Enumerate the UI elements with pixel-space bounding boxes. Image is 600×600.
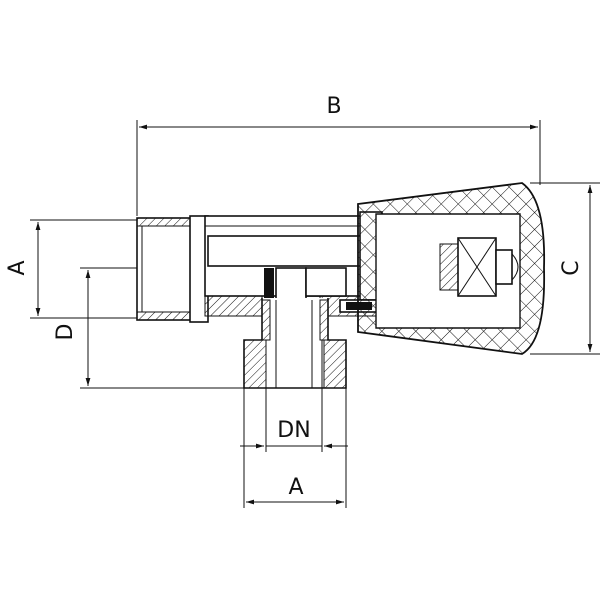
- dimension-d-label: D: [53, 324, 78, 341]
- outlet-fitting: [243, 298, 347, 389]
- inlet-thread: [136, 215, 209, 323]
- valve-body: [204, 215, 384, 317]
- dimension-a-left-label: A: [5, 260, 30, 275]
- dimension-a-bottom-label: A: [288, 475, 303, 500]
- dimension-dn-label: DN: [277, 418, 310, 443]
- dimension-a-bottom: A: [243, 388, 347, 508]
- dimension-b: B: [136, 94, 541, 216]
- dimension-c: C: [530, 182, 600, 355]
- dimension-c-label: C: [559, 260, 584, 275]
- handle: [357, 182, 546, 355]
- dimension-b-label: B: [326, 94, 341, 119]
- dimension-dn: DN: [240, 388, 348, 452]
